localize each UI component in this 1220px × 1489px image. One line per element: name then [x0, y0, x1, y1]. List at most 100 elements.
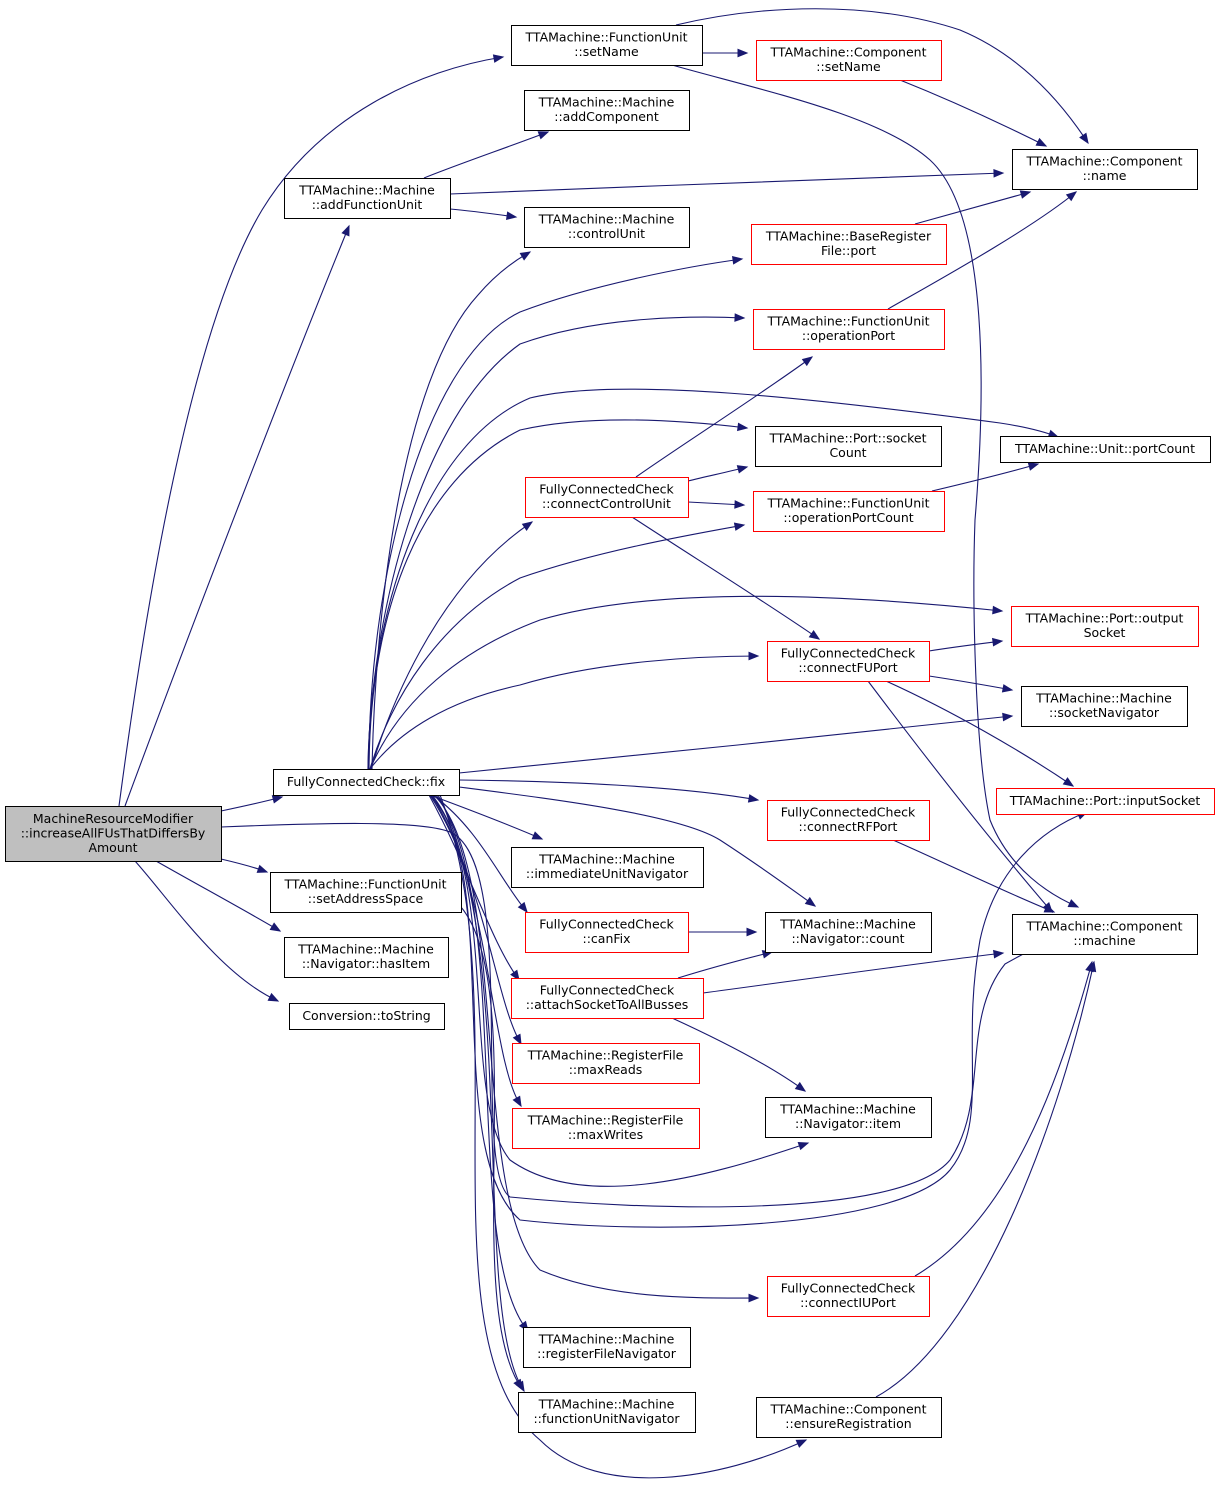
edge-fu_setAddressSpace-to-m_functionUnitNavigator [460, 906, 523, 1391]
edge-fcc_fix-to-fcc_connectIUPort [433, 794, 760, 1303]
node-conv_toString[interactable]: Conversion::toString [289, 1003, 445, 1030]
arrowhead [537, 131, 550, 140]
node-box [512, 1108, 700, 1149]
node-label: ::controlUnit [568, 226, 645, 241]
edge-m_addFunctionUnit-to-m_addComponent [423, 131, 550, 179]
arrowhead [748, 1293, 760, 1303]
arrowhead [736, 465, 749, 474]
node-port_inputSocket[interactable]: TTAMachine::Port::inputSocket [996, 788, 1215, 815]
arrowhead [747, 794, 760, 803]
arrowhead [734, 313, 746, 322]
node-fcc_connectFUPort[interactable]: FullyConnectedCheck::connectFUPort [767, 641, 930, 682]
arrowhead [1001, 684, 1014, 693]
node-comp_setName[interactable]: TTAMachine::Component::setName [756, 40, 942, 81]
edge-fcc_connectFUPort-to-port_outputSocket [928, 637, 1004, 652]
node-label: FullyConnectedCheck::fix [287, 774, 445, 789]
node-fcc_connectRFPort[interactable]: FullyConnectedCheck::connectRFPort [767, 800, 930, 841]
arrowhead [1002, 712, 1014, 722]
node-fu_setAddressSpace[interactable]: TTAMachine::FunctionUnit::setAddressSpac… [270, 872, 462, 913]
node-m_socketNavigator[interactable]: TTAMachine::Machine::socketNavigator [1021, 686, 1188, 727]
node-m_functionUnitNavigator[interactable]: TTAMachine::Machine::functionUnitNavigat… [518, 1392, 696, 1433]
node-label: ::Navigator::hasItem [302, 956, 430, 971]
edge-fcc_fix-to-brf_port [368, 256, 744, 770]
edge-fu_setName-to-comp_name [675, 8, 1089, 145]
arrowhead [801, 356, 814, 367]
node-box [512, 1043, 700, 1084]
node-fcc_connectIUPort[interactable]: FullyConnectedCheck::connectIUPort [767, 1276, 930, 1317]
node-comp_name[interactable]: TTAMachine::Component::name [1012, 149, 1198, 190]
node-label: TTAMachine::Machine [538, 852, 675, 867]
arrowhead [512, 1095, 522, 1108]
arrowhead [993, 168, 1005, 178]
arrowhead [531, 831, 544, 840]
edge-fcc_attachSocket-to-nav_count [677, 950, 774, 979]
node-m_addFunctionUnit[interactable]: TTAMachine::Machine::addFunctionUnit [284, 178, 451, 219]
node-label: TTAMachine::FunctionUnit [284, 877, 447, 892]
node-fcc_attachSocket[interactable]: FullyConnectedCheck::attachSocketToAllBu… [511, 978, 704, 1019]
node-label: ::connectControlUnit [542, 496, 671, 511]
node-label: ::increaseAllFUsThatDiffersBy [21, 825, 206, 840]
node-box [765, 1097, 932, 1138]
arrowhead [267, 992, 280, 1002]
node-label: ::addFunctionUnit [312, 197, 423, 212]
node-label: TTAMachine::Port::output [1025, 611, 1184, 626]
arrowhead [992, 605, 1004, 615]
edge-fcc_fix-to-rf_maxReads [429, 794, 522, 1046]
node-box [289, 1003, 445, 1030]
node-comp_ensureRegistration[interactable]: TTAMachine::Component::ensureRegistratio… [756, 1397, 942, 1438]
node-fu_setName[interactable]: TTAMachine::FunctionUnit::setName [511, 25, 703, 66]
edge-fcc_canFix-to-nav_count [688, 927, 758, 937]
node-box [765, 912, 932, 953]
arrowhead [746, 927, 758, 937]
arrowhead [993, 949, 1005, 959]
edge-root-to-conv_toString [134, 860, 280, 1002]
edge-fcc_connectFUPort-to-m_socketNavigator [928, 675, 1014, 693]
arrowhead [1043, 904, 1056, 913]
node-label: ::immediateUnitNavigator [526, 866, 689, 881]
node-fcc_fix[interactable]: FullyConnectedCheck::fix [273, 769, 460, 796]
arrowhead [510, 969, 520, 982]
node-nav_item[interactable]: TTAMachine::Machine::Navigator::item [765, 1097, 932, 1138]
node-box [1012, 149, 1198, 190]
node-fu_operationPort[interactable]: TTAMachine::FunctionUnit::operationPort [753, 309, 945, 350]
node-rf_maxWrites[interactable]: TTAMachine::RegisterFile::maxWrites [512, 1108, 700, 1149]
edge-m_addFunctionUnit-to-comp_name [449, 168, 1005, 195]
edge-fcc_fix-to-m_socketNavigator [458, 712, 1014, 774]
node-m_registerFileNavigator[interactable]: TTAMachine::Machine::registerFileNavigat… [523, 1327, 691, 1368]
arrowhead [512, 1033, 522, 1046]
edge-fu_setName-to-comp_setName [702, 48, 749, 58]
node-box [755, 426, 942, 467]
node-fcc_canFix[interactable]: FullyConnectedCheck::canFix [525, 912, 689, 953]
arrowhead [737, 48, 749, 58]
node-m_immediateUnitNavigator[interactable]: TTAMachine::Machine::immediateUnitNaviga… [511, 847, 704, 888]
arrowhead [797, 1141, 810, 1151]
node-label: FullyConnectedCheck [539, 917, 674, 932]
node-comp_machine[interactable]: TTAMachine::Component::machine [1012, 914, 1198, 955]
node-rf_maxReads[interactable]: TTAMachine::RegisterFile::maxReads [512, 1043, 700, 1084]
node-root[interactable]: MachineResourceModifier::increaseAllFUsT… [5, 806, 222, 862]
edge-fcc_attachSocket-to-nav_item [671, 1017, 807, 1092]
node-label: ::Navigator::count [791, 931, 904, 946]
node-m_controlUnit[interactable]: TTAMachine::Machine::controlUnit [524, 207, 690, 248]
arrowhead [737, 422, 749, 432]
node-fcc_connectControlUnit[interactable]: FullyConnectedCheck::connectControlUnit [525, 477, 689, 518]
edge-fcc_fix-to-port_outputSocket [369, 595, 1004, 770]
node-box [284, 178, 451, 219]
node-fu_operationPortCount[interactable]: TTAMachine::FunctionUnit::operationPortC… [753, 491, 945, 532]
node-label: TTAMachine::Machine [298, 183, 435, 198]
node-unit_portCount[interactable]: TTAMachine::Unit::portCount [1000, 436, 1211, 463]
node-box [753, 309, 945, 350]
node-label: TTAMachine::Machine [538, 1397, 675, 1412]
node-m_addComponent[interactable]: TTAMachine::Machine::addComponent [524, 90, 690, 131]
node-label: TTAMachine::FunctionUnit [767, 314, 930, 329]
node-nav_hasItem[interactable]: TTAMachine::Machine::Navigator::hasItem [284, 937, 449, 978]
node-label: ::attachSocketToAllBusses [526, 997, 689, 1012]
edge-root-to-fu_setAddressSpace [220, 858, 269, 873]
arrowhead [1067, 899, 1080, 908]
node-box [511, 847, 704, 888]
node-nav_count[interactable]: TTAMachine::Machine::Navigator::count [765, 912, 932, 953]
node-label: ::socketNavigator [1049, 705, 1160, 720]
